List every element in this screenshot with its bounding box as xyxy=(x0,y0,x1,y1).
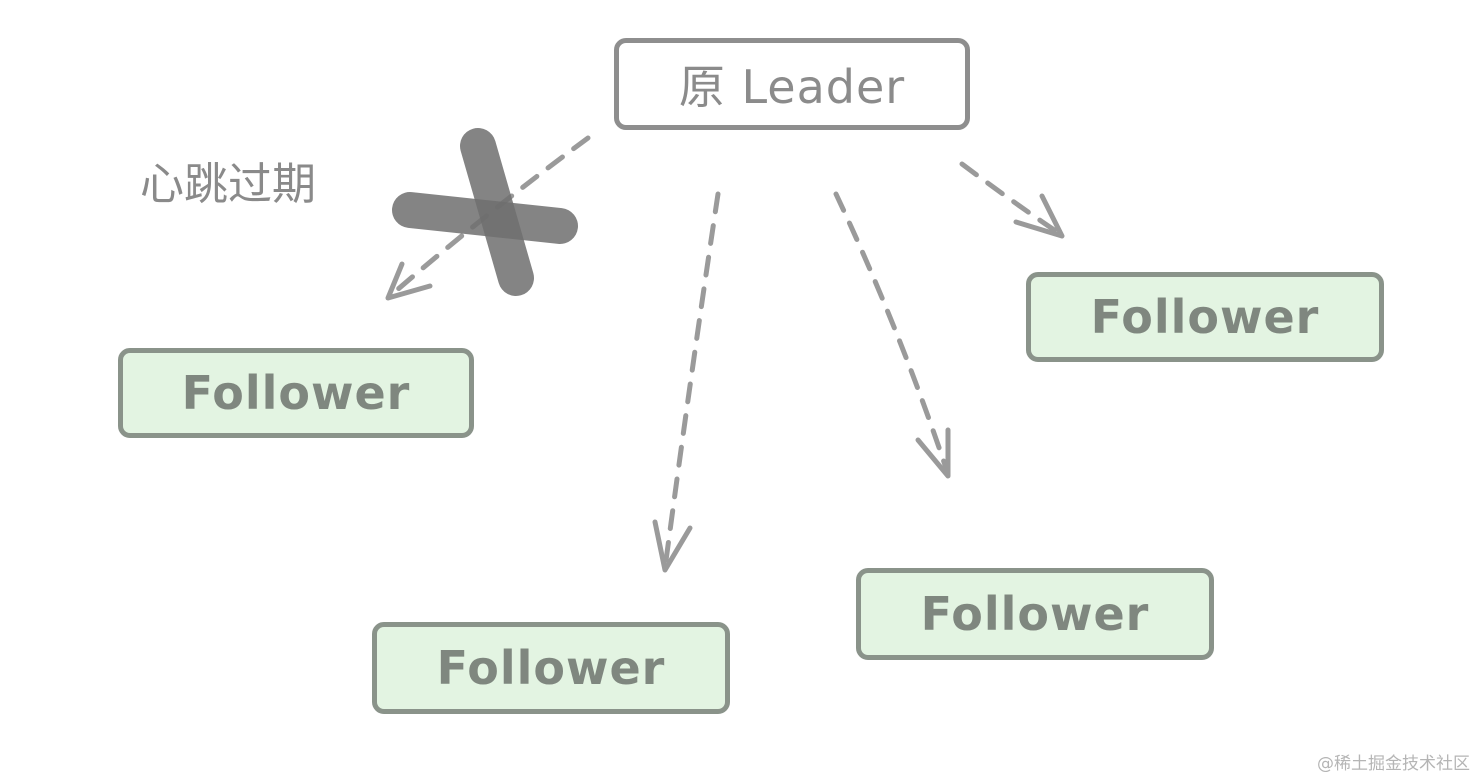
follower-label: Follower xyxy=(920,587,1150,641)
follower-label: Follower xyxy=(1090,290,1320,344)
leader-label: 原 Leader xyxy=(678,60,906,114)
leader-node: 原 Leader xyxy=(614,38,970,130)
heartbeat-arrow-blocked xyxy=(385,135,591,301)
follower-node: Follower xyxy=(856,568,1214,660)
follower-node: Follower xyxy=(372,622,730,714)
heartbeat-arrow-3 xyxy=(833,191,951,479)
follower-node: Follower xyxy=(118,348,474,438)
blocked-cross-icon xyxy=(392,128,578,296)
heartbeat-arrow-2 xyxy=(652,191,721,573)
heartbeat-expired-note: 心跳过期 xyxy=(140,159,316,210)
follower-label: Follower xyxy=(436,641,666,695)
follower-label: Follower xyxy=(181,366,411,420)
follower-node: Follower xyxy=(1026,272,1384,362)
heartbeat-arrow-4 xyxy=(959,161,1065,239)
watermark: @稀土掘金技术社区 xyxy=(1317,754,1470,774)
